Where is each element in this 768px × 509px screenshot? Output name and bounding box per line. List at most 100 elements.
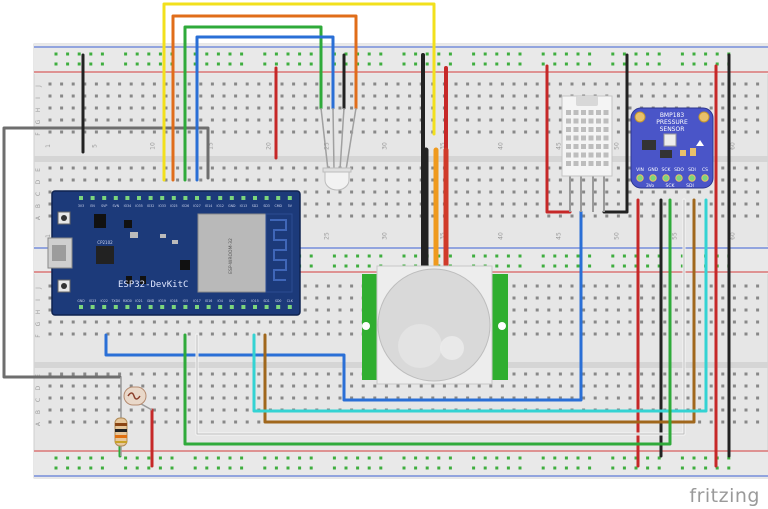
breadboard-hole [512, 166, 516, 170]
breadboard-hole [558, 284, 562, 288]
breadboard-hole [477, 202, 481, 206]
breadboard-hole [48, 178, 52, 182]
breadboard-hole [709, 396, 713, 400]
rail-hole [483, 466, 487, 470]
rail-hole [54, 456, 58, 460]
breadboard-hole [477, 106, 481, 110]
rail-hole [332, 254, 336, 258]
breadboard-hole [152, 94, 156, 98]
breadboard-hole [651, 284, 655, 288]
breadboard-hole [524, 82, 528, 86]
breadboard-hole [732, 408, 736, 412]
breadboard-hole [326, 308, 330, 312]
rail-hole [495, 52, 499, 56]
breadboard-hole [582, 296, 586, 300]
rail-hole [402, 62, 406, 66]
breadboard-hole [512, 214, 516, 218]
breadboard-hole [535, 284, 539, 288]
breadboard-hole [234, 408, 238, 412]
breadboard-hole [94, 118, 98, 122]
breadboard-hole [257, 130, 261, 134]
rail-hole [657, 264, 661, 268]
column-number: 5 [91, 144, 98, 148]
breadboard-hole [582, 284, 586, 288]
esp32-module-shield [197, 213, 267, 293]
breadboard-hole [489, 130, 493, 134]
esp32-pin [241, 305, 246, 309]
breadboard-hole [535, 384, 539, 388]
rail-hole [646, 62, 650, 66]
bmp-pin-label: CS [702, 167, 708, 173]
rail-hole [425, 466, 429, 470]
breadboard-hole [350, 82, 354, 86]
rail-hole [518, 62, 522, 66]
breadboard-hole [350, 214, 354, 218]
breadboard-hole [744, 332, 748, 336]
breadboard-hole [651, 320, 655, 324]
breadboard-hole [500, 178, 504, 182]
dht22-vent [573, 110, 579, 115]
rail-hole [402, 466, 406, 470]
breadboard-hole [280, 178, 284, 182]
breadboard-hole [535, 166, 539, 170]
rail-hole [553, 264, 557, 268]
breadboard-hole [756, 178, 760, 182]
breadboard-hole [744, 384, 748, 388]
breadboard-hole [48, 202, 52, 206]
breadboard-hole [199, 166, 203, 170]
breadboard-hole [176, 94, 180, 98]
breadboard-hole [512, 118, 516, 122]
wire-gray-ldr [2, 126, 210, 379]
bmp-pin [701, 174, 709, 182]
breadboard-hole [547, 396, 551, 400]
rail-hole [448, 456, 452, 460]
rail-hole [367, 254, 371, 258]
dht22-vent [573, 152, 579, 158]
breadboard-hole [350, 332, 354, 336]
breadboard-hole [164, 166, 168, 170]
breadboard-hole [292, 106, 296, 110]
breadboard-hole [106, 408, 110, 412]
rail-hole [356, 254, 360, 258]
breadboard-hole [315, 296, 319, 300]
rail-hole [518, 254, 522, 258]
rail-hole [89, 62, 93, 66]
breadboard-hole [698, 82, 702, 86]
rgb-led-body [324, 169, 350, 191]
breadboard-hole [350, 384, 354, 388]
breadboard-hole [709, 94, 713, 98]
breadboard-hole [698, 94, 702, 98]
breadboard-hole [338, 82, 342, 86]
rail-hole [425, 52, 429, 56]
rail-hole [634, 62, 638, 66]
esp32-pin [206, 196, 211, 200]
breadboard-hole [176, 118, 180, 122]
column-number: 35 [439, 232, 446, 240]
breadboard-hole [454, 106, 458, 110]
breadboard-hole [640, 372, 644, 376]
breadboard-hole [338, 320, 342, 324]
breadboard-hole [593, 190, 597, 194]
rail-hole [309, 456, 313, 460]
dht22-sensor [561, 95, 613, 212]
breadboard-hole [593, 214, 597, 218]
breadboard-hole [489, 384, 493, 388]
breadboard-hole [60, 396, 64, 400]
breadboard-hole [709, 214, 713, 218]
breadboard-hole [593, 332, 597, 336]
breadboard-hole [303, 214, 307, 218]
rail-hole [576, 264, 580, 268]
breadboard-hole [582, 190, 586, 194]
breadboard-hole [558, 296, 562, 300]
breadboard-hole [60, 166, 64, 170]
breadboard-hole [674, 396, 678, 400]
breadboard-hole [756, 94, 760, 98]
dht22-vent [573, 144, 579, 149]
breadboard-hole [570, 308, 574, 312]
breadboard-hole [512, 106, 516, 110]
breadboard-hole [535, 178, 539, 182]
breadboard-hole [187, 130, 191, 134]
breadboard-hole [257, 178, 261, 182]
breadboard-hole [651, 82, 655, 86]
row-letter: C [35, 398, 42, 402]
